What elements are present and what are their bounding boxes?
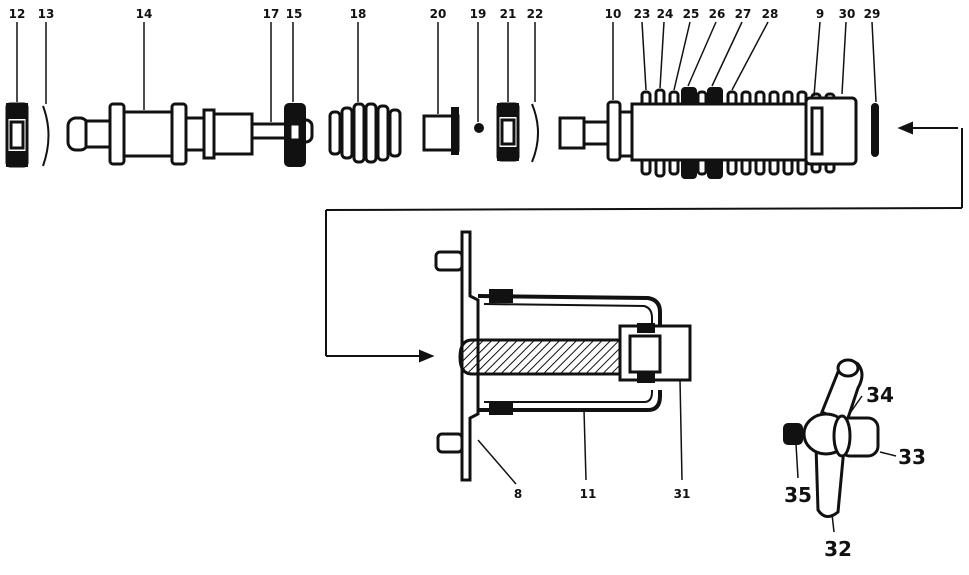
label-13: 13 xyxy=(38,7,55,21)
stud-bottom xyxy=(436,432,464,454)
label-35: 35 xyxy=(784,483,812,507)
part-12 xyxy=(5,102,29,168)
part-20 xyxy=(422,107,460,155)
label-34: 34 xyxy=(866,383,894,407)
label-32: 32 xyxy=(824,537,852,561)
label-29: 29 xyxy=(864,7,881,21)
housing-assembly xyxy=(630,87,858,179)
piston-rod xyxy=(458,338,634,376)
label-10: 10 xyxy=(605,7,622,21)
label-9: 9 xyxy=(816,7,824,21)
label-17: 17 xyxy=(263,7,280,21)
label-23: 23 xyxy=(634,7,651,21)
label-26: 26 xyxy=(709,7,726,21)
labels-top: 12 13 14 17 15 18 20 19 21 22 10 23 24 2… xyxy=(9,7,881,21)
seal-top xyxy=(489,289,513,303)
part-10 xyxy=(558,100,634,162)
part-34-washer xyxy=(832,414,852,458)
bushing-dark-bottom xyxy=(637,373,655,383)
part-13 xyxy=(42,105,50,167)
part-19 xyxy=(474,123,484,133)
label-8: 8 xyxy=(514,487,522,501)
part-18 xyxy=(328,102,402,164)
part-32-tube xyxy=(814,444,846,518)
part-22 xyxy=(531,103,539,163)
label-20: 20 xyxy=(430,7,447,21)
stud-top xyxy=(434,250,464,272)
labels-lower: 8 11 31 xyxy=(514,487,691,501)
leader-lines-top xyxy=(16,21,877,122)
label-18: 18 xyxy=(350,7,367,21)
part-29 xyxy=(871,103,879,157)
label-11: 11 xyxy=(580,487,597,501)
label-12: 12 xyxy=(9,7,26,21)
part-14 xyxy=(66,102,314,166)
label-25: 25 xyxy=(683,7,700,21)
bushing-dark-top xyxy=(637,323,655,333)
part-21 xyxy=(496,102,520,162)
label-22: 22 xyxy=(527,7,544,21)
labels-tee: 34 33 35 32 xyxy=(784,383,926,561)
bushing-inner xyxy=(628,334,662,374)
tube-upper-opening xyxy=(836,358,860,378)
lower-assembly xyxy=(434,230,692,485)
label-21: 21 xyxy=(500,7,517,21)
part-11-housing xyxy=(477,294,662,412)
label-30: 30 xyxy=(839,7,856,21)
label-27: 27 xyxy=(735,7,752,21)
seal-bottom xyxy=(489,401,513,415)
label-28: 28 xyxy=(762,7,779,21)
label-14: 14 xyxy=(136,7,153,21)
housing-body xyxy=(630,102,820,162)
assembly-flow-arrow xyxy=(325,121,963,363)
housing-cap-inner xyxy=(810,106,824,156)
label-33: 33 xyxy=(898,445,926,469)
label-24: 24 xyxy=(657,7,674,21)
part-35-fitting xyxy=(783,423,803,445)
label-15: 15 xyxy=(286,7,303,21)
part-15 xyxy=(284,103,306,167)
tee-fitting xyxy=(783,358,897,533)
label-31: 31 xyxy=(674,487,691,501)
housing-inner xyxy=(483,303,653,403)
label-19: 19 xyxy=(470,7,487,21)
